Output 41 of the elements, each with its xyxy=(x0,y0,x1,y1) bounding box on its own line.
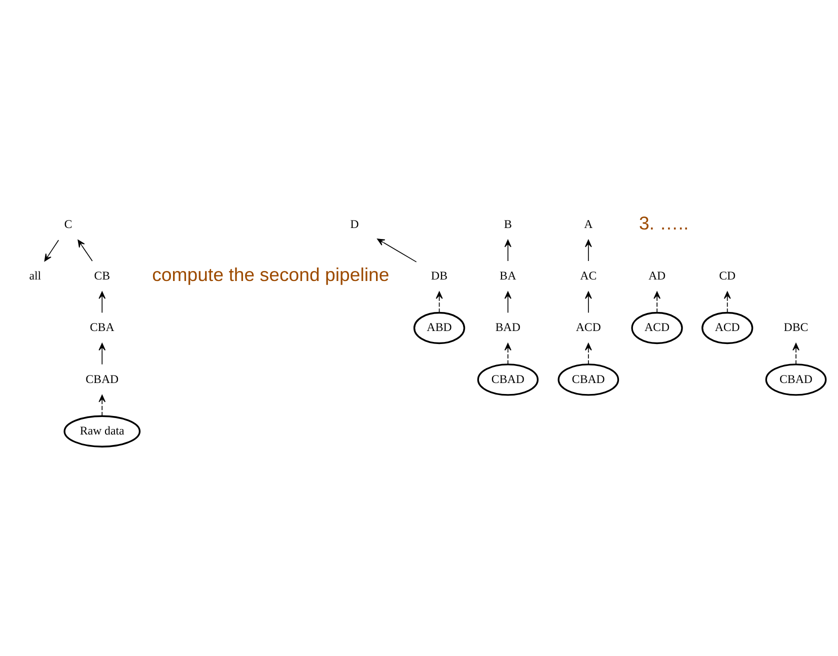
arrow xyxy=(44,240,59,262)
label: compute the second pipeline xyxy=(152,264,390,286)
arrow xyxy=(792,343,800,365)
node-text: C xyxy=(64,216,72,231)
node-ellipse: CBAD xyxy=(765,364,827,396)
arrow xyxy=(584,240,592,262)
node-text: AD xyxy=(648,268,666,282)
arrow xyxy=(377,238,417,262)
node-text: BAD xyxy=(495,320,520,334)
node-text: BA xyxy=(500,268,516,282)
node-text: CB xyxy=(94,268,110,282)
arrow xyxy=(504,291,512,314)
arrow xyxy=(78,240,93,262)
arrow xyxy=(98,343,106,365)
node-text: DB xyxy=(431,268,448,282)
node-ellipse: ACD xyxy=(631,312,683,344)
node-ellipse: CBAD xyxy=(477,364,539,396)
node-ellipse: Raw data xyxy=(64,415,141,448)
arrow xyxy=(504,343,512,365)
arrow xyxy=(504,240,512,262)
node-text: B xyxy=(504,216,512,231)
node-text: AC xyxy=(580,268,597,282)
arrow xyxy=(724,291,731,314)
node-text: A xyxy=(584,216,593,231)
arrow xyxy=(436,291,443,314)
node-text: CD xyxy=(719,268,736,282)
arrow xyxy=(584,291,592,314)
arrow xyxy=(654,291,660,314)
node-text: CBAD xyxy=(86,372,119,386)
arrow xyxy=(98,291,106,314)
node-ellipse: ACD xyxy=(702,312,754,344)
node-text: D xyxy=(350,216,359,231)
node-text: CBA xyxy=(90,320,114,334)
label: 3. ….. xyxy=(638,212,689,234)
node-ellipse: ABD xyxy=(413,312,466,344)
node-ellipse: CBAD xyxy=(558,364,620,396)
node-text: ACD xyxy=(576,320,601,334)
arrow xyxy=(584,343,592,365)
node-text: DBC xyxy=(784,320,808,334)
arrow xyxy=(98,394,106,416)
node-text: all xyxy=(29,268,42,282)
